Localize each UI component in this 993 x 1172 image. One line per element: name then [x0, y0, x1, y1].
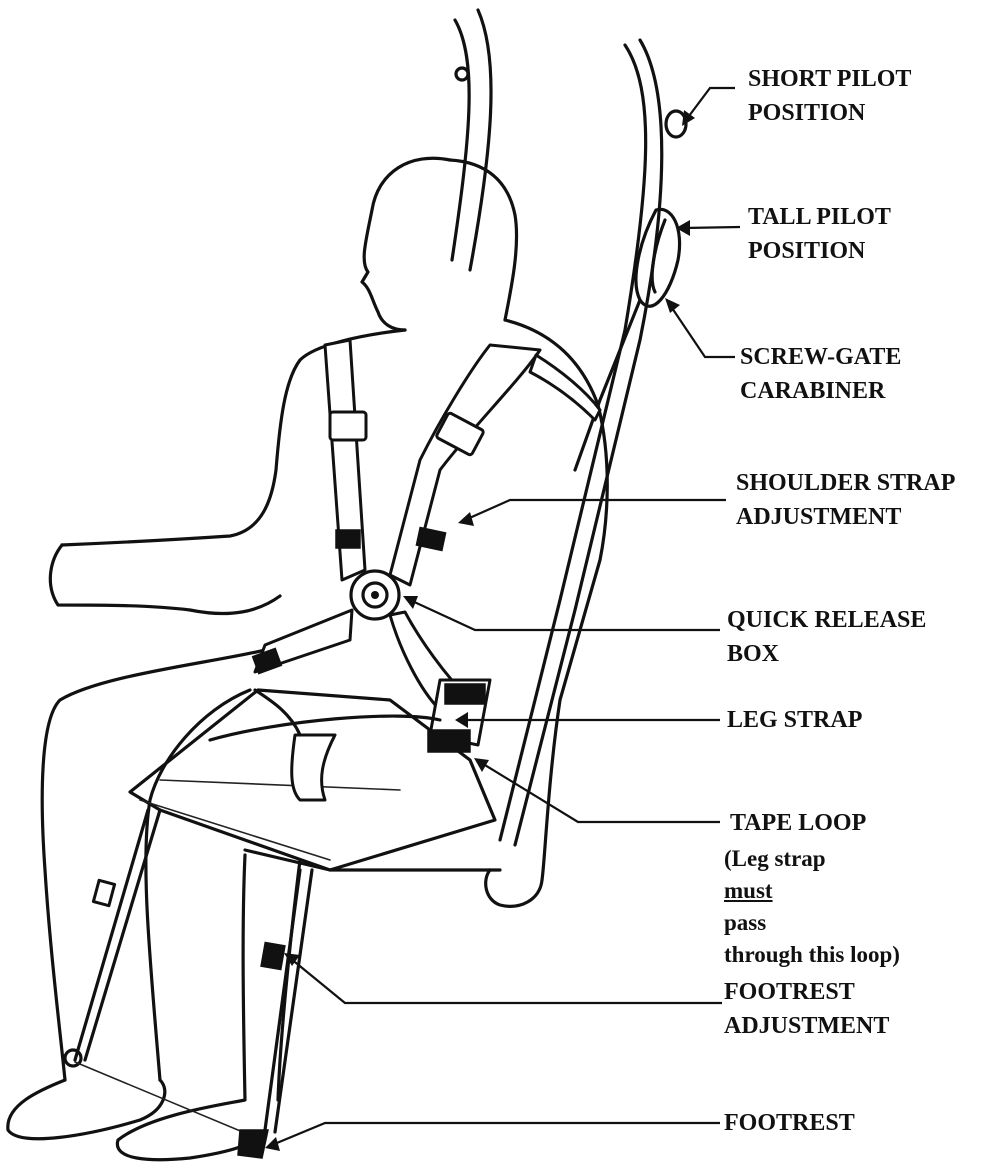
label-short-pilot-position: SHORT PILOT POSITION: [748, 62, 911, 130]
label-line: TAPE LOOP: [730, 806, 866, 840]
label-shoulder-strap-adjustment: SHOULDER STRAP ADJUSTMENT: [736, 466, 955, 534]
label-line: QUICK RELEASE: [727, 603, 926, 637]
label-line: SHORT PILOT: [748, 62, 911, 96]
label-line: FOOTREST: [724, 1106, 855, 1140]
note-line-1: (Leg strap must pass: [724, 843, 900, 939]
harness-straps: [210, 340, 600, 800]
label-footrest: FOOTREST: [724, 1106, 855, 1140]
label-line: ADJUSTMENT: [724, 1009, 889, 1043]
note-emphasis: must: [724, 875, 900, 907]
note-line-2: through this loop): [724, 939, 900, 971]
note-text: pass: [724, 907, 900, 939]
label-tape-loop: TAPE LOOP: [730, 806, 866, 840]
label-screw-gate-carabiner: SCREW-GATE CARABINER: [740, 340, 901, 408]
label-leg-strap: LEG STRAP: [727, 703, 862, 737]
label-line: CARABINER: [740, 374, 901, 408]
note-text: (Leg strap: [724, 843, 900, 875]
label-line: POSITION: [748, 96, 911, 130]
label-quick-release-box: QUICK RELEASE BOX: [727, 603, 926, 671]
label-line: BOX: [727, 637, 926, 671]
footrest-ropes: [65, 810, 312, 1158]
label-line: POSITION: [748, 234, 891, 268]
pilot-figure: [8, 158, 607, 1159]
label-tape-loop-note: (Leg strap must pass through this loop): [724, 843, 900, 971]
label-line: SHOULDER STRAP: [736, 466, 955, 500]
label-line: LEG STRAP: [727, 703, 862, 737]
label-line: FOOTREST: [724, 975, 889, 1009]
screw-gate-carabiner: [575, 209, 680, 470]
label-tall-pilot-position: TALL PILOT POSITION: [748, 200, 891, 268]
label-line: SCREW-GATE: [740, 340, 901, 374]
label-line: ADJUSTMENT: [736, 500, 955, 534]
label-footrest-adjustment: FOOTREST ADJUSTMENT: [724, 975, 889, 1043]
label-line: TALL PILOT: [748, 200, 891, 234]
